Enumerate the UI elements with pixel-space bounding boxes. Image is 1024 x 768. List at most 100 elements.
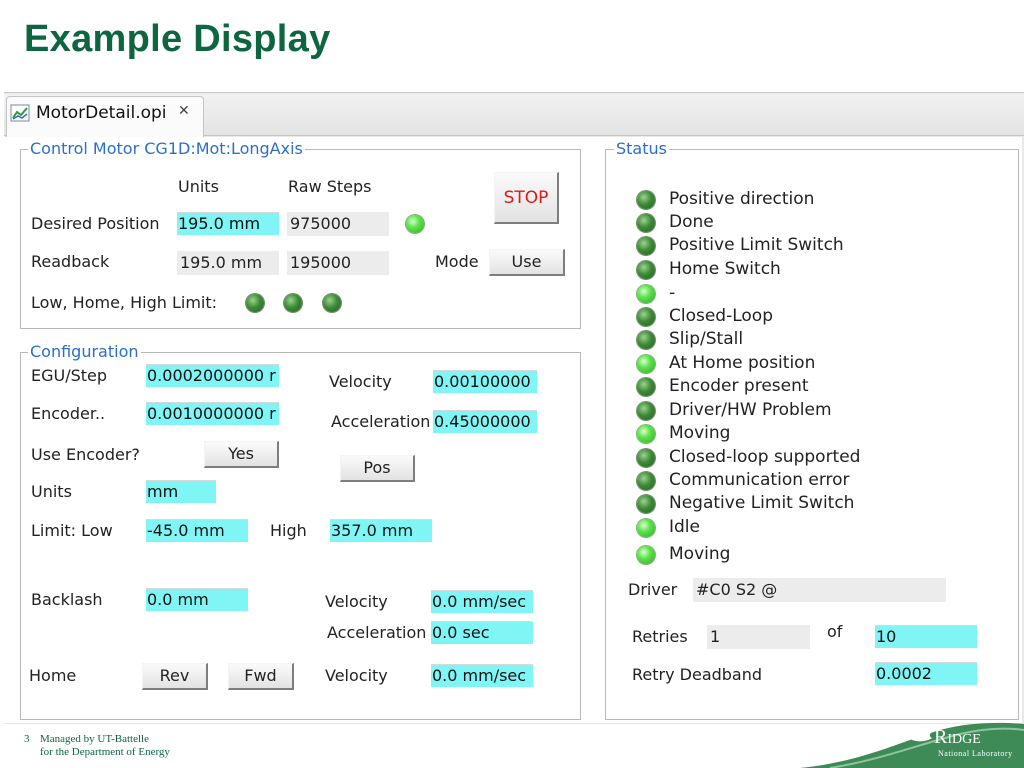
units-label: Units xyxy=(31,482,72,501)
status-label: At Home position xyxy=(669,353,816,373)
use-encoder-label: Use Encoder? xyxy=(31,445,140,464)
status-led xyxy=(637,261,655,279)
retries-value: 1 xyxy=(707,625,810,649)
status-led xyxy=(637,472,655,490)
mode-use-button[interactable]: Use xyxy=(489,249,565,276)
encoder-label: Encoder.. xyxy=(31,404,106,423)
status-led xyxy=(637,308,655,326)
limits-label: Low, Home, High Limit: xyxy=(31,293,218,312)
units-input[interactable]: mm xyxy=(146,480,216,503)
page-number: 3 xyxy=(24,733,30,745)
logo-subtext: National Laboratory xyxy=(938,749,1013,758)
low-limit-led xyxy=(246,294,264,312)
footer-line-2: for the Department of Energy xyxy=(40,746,170,758)
limit-low-label: Limit: Low xyxy=(31,521,113,540)
home-label: Home xyxy=(29,666,77,685)
home-velocity-label: Velocity xyxy=(325,666,388,685)
chart-icon xyxy=(10,104,30,122)
configuration-group-title: Configuration xyxy=(28,342,141,361)
egu-step-input[interactable]: 0.0002000000 r xyxy=(146,364,279,387)
retries-of-label: of xyxy=(827,622,843,641)
status-label: Moving xyxy=(669,423,731,443)
status-label: Encoder present xyxy=(669,376,809,396)
acceleration-input[interactable]: 0.45000000 xyxy=(433,410,537,433)
desired-raw-steps: 975000 xyxy=(287,212,389,236)
status-label: Moving xyxy=(669,544,731,564)
desired-position-label: Desired Position xyxy=(31,214,160,233)
status-led xyxy=(637,519,655,537)
retries-max-input[interactable]: 10 xyxy=(875,625,977,648)
close-icon[interactable]: ✕ xyxy=(178,103,190,119)
retry-deadband-input[interactable]: 0.0002 xyxy=(875,662,977,685)
backlash-label: Backlash xyxy=(31,590,103,609)
status-label: Done xyxy=(669,212,714,232)
status-label: Slip/Stall xyxy=(669,329,744,349)
configuration-group xyxy=(20,352,581,720)
backlash-velocity-label: Velocity xyxy=(325,592,388,611)
backlash-acceleration-label: Acceleration xyxy=(327,623,427,642)
status-led xyxy=(637,285,655,303)
status-label: Home Switch xyxy=(669,259,781,279)
home-fwd-button[interactable]: Fwd xyxy=(228,663,294,690)
status-label: Closed-loop supported xyxy=(669,447,861,467)
oak-leaf-icon xyxy=(908,727,934,742)
control-group-title: Control Motor CG1D:Mot:LongAxis xyxy=(28,139,305,158)
status-label: Closed-Loop xyxy=(669,306,774,326)
status-led xyxy=(637,546,655,564)
backlash-input[interactable]: 0.0 mm xyxy=(146,588,248,611)
retry-deadband-label: Retry Deadband xyxy=(632,665,763,684)
status-group xyxy=(605,149,1019,720)
desired-position-input[interactable]: 195.0 mm xyxy=(177,212,279,235)
status-label: Idle xyxy=(669,517,700,537)
limit-low-input[interactable]: -45.0 mm xyxy=(146,519,248,542)
status-led xyxy=(637,402,655,420)
move-status-led xyxy=(406,215,424,233)
status-led xyxy=(637,495,655,513)
home-limit-led xyxy=(284,294,302,312)
status-label: Communication error xyxy=(669,470,850,490)
pos-button[interactable]: Pos xyxy=(340,455,415,482)
backlash-velocity-input[interactable]: 0.0 mm/sec xyxy=(431,590,533,613)
home-velocity-input[interactable]: 0.0 mm/sec xyxy=(431,664,533,687)
status-led xyxy=(637,214,655,232)
tab-motordetail[interactable] xyxy=(6,96,204,137)
raw-steps-header: Raw Steps xyxy=(288,177,372,196)
retries-label: Retries xyxy=(632,627,688,646)
status-led xyxy=(637,355,655,373)
tab-label: MotorDetail.opi xyxy=(36,103,167,123)
velocity-label: Velocity xyxy=(329,372,392,391)
status-led xyxy=(637,237,655,255)
readback-label: Readback xyxy=(31,252,110,271)
velocity-input[interactable]: 0.00100000 xyxy=(433,370,537,393)
limit-high-input[interactable]: 357.0 mm xyxy=(330,519,432,542)
footer-text: Managed by UT-Battelle for the Departmen… xyxy=(40,733,170,759)
slide-title: Example Display xyxy=(24,18,331,60)
status-label: Positive Limit Switch xyxy=(669,235,844,255)
footer-line-1: Managed by UT-Battelle xyxy=(40,733,149,745)
driver-label: Driver xyxy=(628,580,678,599)
acceleration-label: Acceleration xyxy=(331,412,431,431)
stop-button[interactable]: STOP xyxy=(494,172,559,224)
home-rev-button[interactable]: Rev xyxy=(142,663,208,690)
driver-value: #C0 S2 @ xyxy=(693,578,946,602)
limit-high-label: High xyxy=(270,521,307,540)
backlash-acceleration-input[interactable]: 0.0 sec xyxy=(431,621,533,644)
use-encoder-button[interactable]: Yes xyxy=(204,441,279,468)
status-led xyxy=(637,378,655,396)
status-label: Positive direction xyxy=(669,189,815,209)
logo-text: Ridge xyxy=(934,726,981,748)
status-label: Negative Limit Switch xyxy=(669,493,855,513)
units-header: Units xyxy=(178,177,219,196)
high-limit-led xyxy=(323,294,341,312)
encoder-input[interactable]: 0.0010000000 r xyxy=(146,402,279,425)
egu-step-label: EGU/Step xyxy=(31,366,108,385)
mode-label: Mode xyxy=(435,252,479,271)
readback-value: 195.0 mm xyxy=(177,251,279,275)
status-led xyxy=(637,425,655,443)
status-led xyxy=(637,191,655,209)
status-led xyxy=(637,331,655,349)
readback-raw-steps: 195000 xyxy=(287,251,389,275)
status-label: Driver/HW Problem xyxy=(669,400,832,420)
status-led xyxy=(637,449,655,467)
status-label: - xyxy=(669,283,676,303)
